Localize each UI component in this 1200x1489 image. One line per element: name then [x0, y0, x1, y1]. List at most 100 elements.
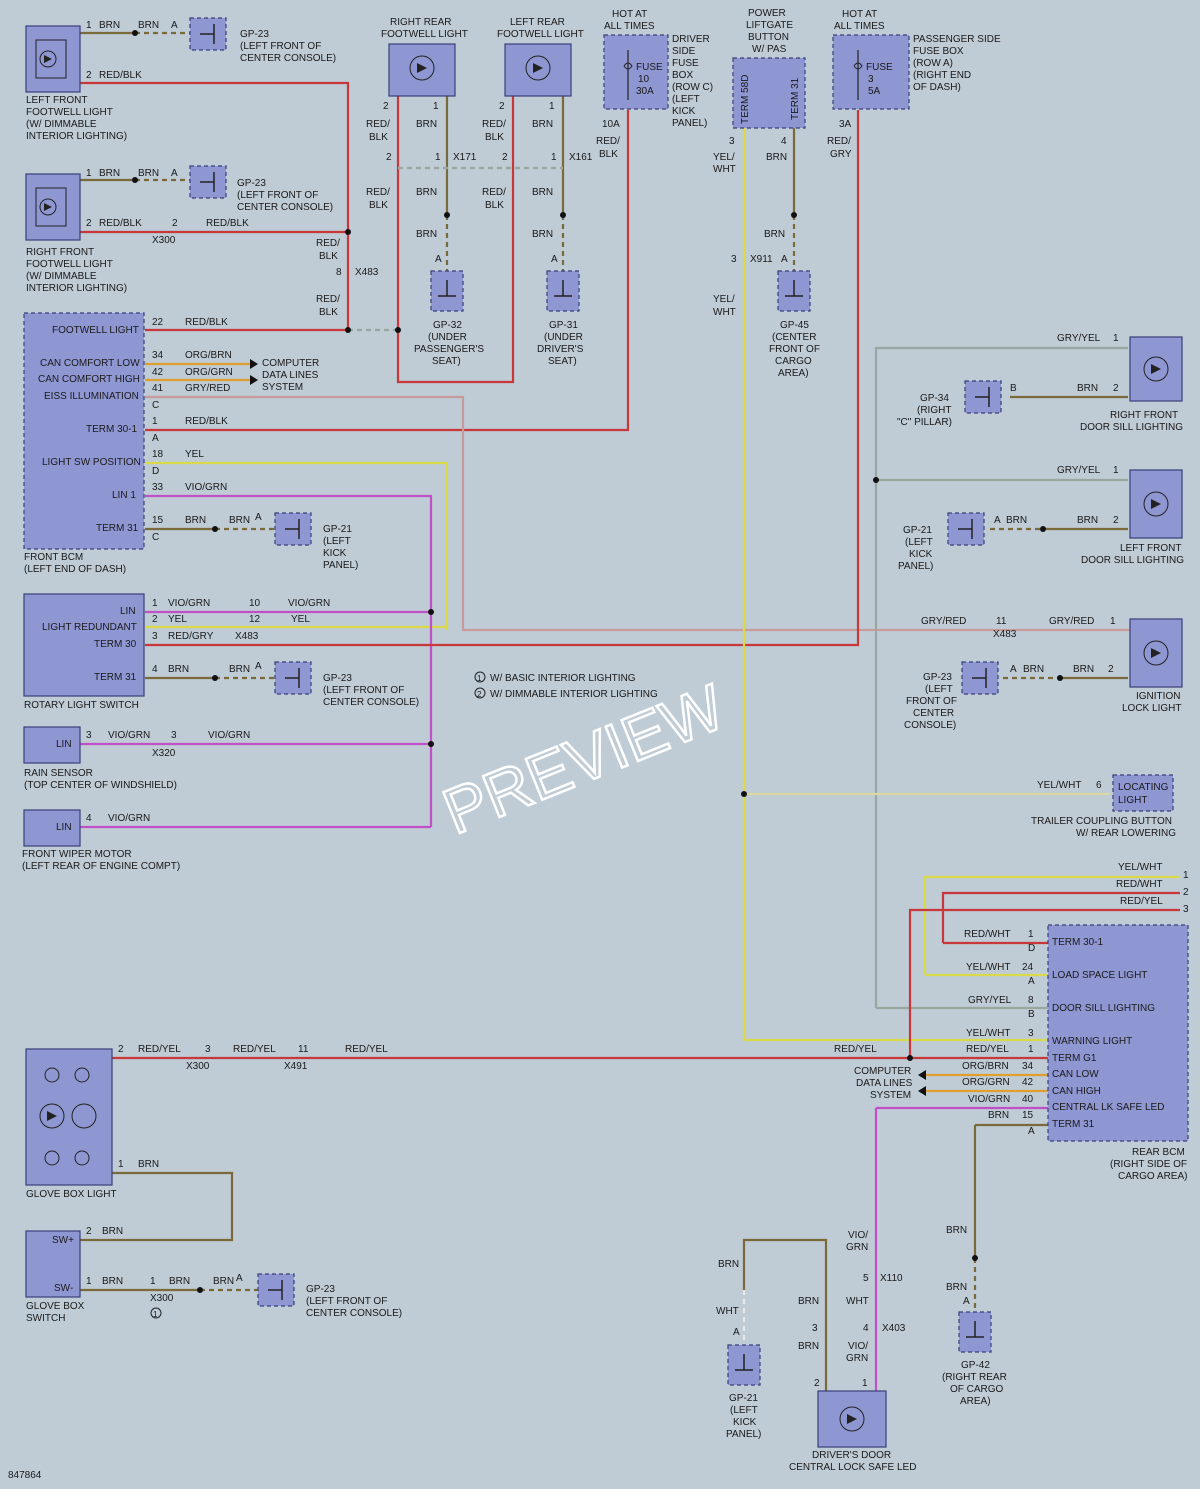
svg-text:10: 10 [638, 74, 650, 85]
svg-text:BRN: BRN [764, 229, 785, 240]
svg-text:FUSE: FUSE [672, 58, 699, 69]
svg-text:(CENTER: (CENTER [772, 332, 816, 343]
svg-text:REAR BCM: REAR BCM [1132, 1147, 1185, 1158]
svg-text:DATA LINES: DATA LINES [262, 370, 319, 381]
svg-text:ORG/BRN: ORG/BRN [962, 1061, 1009, 1072]
svg-text:X491: X491 [284, 1061, 308, 1072]
svg-text:RED/BLK: RED/BLK [185, 416, 228, 427]
wire-liftgate-yelwht [742, 128, 1048, 1042]
svg-text:RED/BLK: RED/BLK [99, 218, 142, 229]
svg-text:A: A [733, 1327, 740, 1338]
svg-text:BLK: BLK [599, 149, 618, 160]
svg-text:BLK: BLK [485, 200, 504, 211]
svg-text:CONSOLE): CONSOLE) [904, 720, 956, 731]
svg-text:4: 4 [863, 1323, 869, 1334]
svg-text:VIO/: VIO/ [848, 1230, 868, 1241]
svg-text:RED/: RED/ [827, 136, 851, 147]
svg-text:11: 11 [996, 616, 1007, 627]
svg-text:TERM 30: TERM 30 [94, 639, 137, 650]
svg-text:A: A [236, 1273, 243, 1284]
svg-text:GRY: GRY [830, 149, 852, 160]
svg-text:1: 1 [86, 20, 92, 31]
svg-text:BRN: BRN [1006, 515, 1027, 526]
svg-text:3A: 3A [839, 119, 852, 130]
svg-text:PANEL): PANEL) [672, 118, 707, 129]
wire-lightsw-yel [145, 461, 449, 630]
svg-text:YEL: YEL [168, 614, 187, 625]
svg-text:1: 1 [433, 101, 439, 112]
svg-text:GLOVE BOX: GLOVE BOX [26, 1301, 85, 1312]
svg-text:LIGHT SW POSITION: LIGHT SW POSITION [42, 457, 141, 468]
svg-text:BRN: BRN [102, 1276, 123, 1287]
lamp-icon [47, 1111, 57, 1121]
svg-text:W/ DIMMABLE INTERIOR LIGHTING: W/ DIMMABLE INTERIOR LIGHTING [490, 689, 658, 700]
svg-text:LOAD SPACE LIGHT: LOAD SPACE LIGHT [1052, 970, 1147, 981]
svg-text:1: 1 [86, 1276, 92, 1287]
svg-text:X483: X483 [993, 629, 1017, 640]
svg-text:SEAT): SEAT) [432, 356, 461, 367]
svg-text:GP-23: GP-23 [923, 672, 952, 683]
svg-text:BRN: BRN [1073, 664, 1094, 675]
svg-text:CENTRAL LOCK SAFE LED: CENTRAL LOCK SAFE LED [789, 1462, 916, 1473]
svg-text:TERM 31: TERM 31 [94, 672, 137, 683]
svg-text:BRN: BRN [532, 119, 553, 130]
front-bcm: FOOTWELL LIGHT CAN COMFORT LOW CAN COMFO… [23, 312, 145, 575]
svg-text:ORG/GRN: ORG/GRN [962, 1077, 1010, 1088]
svg-text:12: 12 [249, 614, 261, 625]
svg-text:A: A [551, 254, 558, 265]
ground-icon [554, 280, 572, 297]
svg-text:FUSE BOX: FUSE BOX [913, 46, 964, 57]
svg-text:SW+: SW+ [52, 1235, 74, 1246]
svg-text:BRN: BRN [946, 1225, 967, 1236]
wire-rls-term30 [145, 110, 860, 647]
svg-text:CARGO: CARGO [775, 356, 812, 367]
svg-text:PANEL): PANEL) [726, 1429, 761, 1440]
svg-text:DRIVER'S: DRIVER'S [537, 344, 584, 355]
svg-text:GRY/YEL: GRY/YEL [1057, 333, 1101, 344]
svg-text:BLK: BLK [319, 307, 338, 318]
svg-text:RED/: RED/ [596, 136, 620, 147]
svg-text:GP-23: GP-23 [240, 29, 269, 40]
svg-text:15: 15 [152, 515, 164, 526]
svg-text:BRN: BRN [766, 152, 787, 163]
svg-text:34: 34 [152, 350, 164, 361]
svg-text:FRONT WIPER MOTOR: FRONT WIPER MOTOR [22, 849, 132, 860]
svg-text:HOT AT: HOT AT [842, 9, 877, 20]
svg-text:RED/: RED/ [316, 238, 340, 249]
wires [80, 31, 1180, 1395]
note-marker-label: 1 [153, 1310, 158, 1319]
svg-text:VIO/GRN: VIO/GRN [185, 482, 227, 493]
svg-text:RED/BLK: RED/BLK [206, 218, 249, 229]
svg-text:GLOVE BOX LIGHT: GLOVE BOX LIGHT [26, 1189, 117, 1200]
wire-fuse10-term301 [145, 110, 630, 432]
svg-text:KICK: KICK [733, 1417, 757, 1428]
svg-text:2: 2 [386, 152, 392, 163]
wire-rbcm-termg1 [908, 908, 1180, 1058]
arrow-icon [918, 1070, 926, 1096]
svg-text:A: A [171, 20, 178, 31]
svg-text:A: A [994, 515, 1001, 526]
svg-text:1: 1 [551, 152, 557, 163]
svg-text:BRN: BRN [213, 1276, 234, 1287]
svg-text:1: 1 [1028, 929, 1034, 940]
svg-text:BRN: BRN [102, 1226, 123, 1237]
svg-text:2: 2 [152, 614, 158, 625]
svg-text:1: 1 [435, 152, 441, 163]
svg-text:RED/: RED/ [482, 187, 506, 198]
svg-text:TERM 31: TERM 31 [1052, 1119, 1095, 1130]
svg-text:BRN: BRN [416, 229, 437, 240]
svg-text:TRAILER COUPLING BUTTON: TRAILER COUPLING BUTTON [1031, 816, 1172, 827]
svg-text:GP-23: GP-23 [306, 1284, 335, 1295]
svg-text:BLK: BLK [485, 132, 504, 143]
svg-text:TERM G1: TERM G1 [1052, 1053, 1097, 1064]
svg-text:X320: X320 [152, 748, 176, 759]
